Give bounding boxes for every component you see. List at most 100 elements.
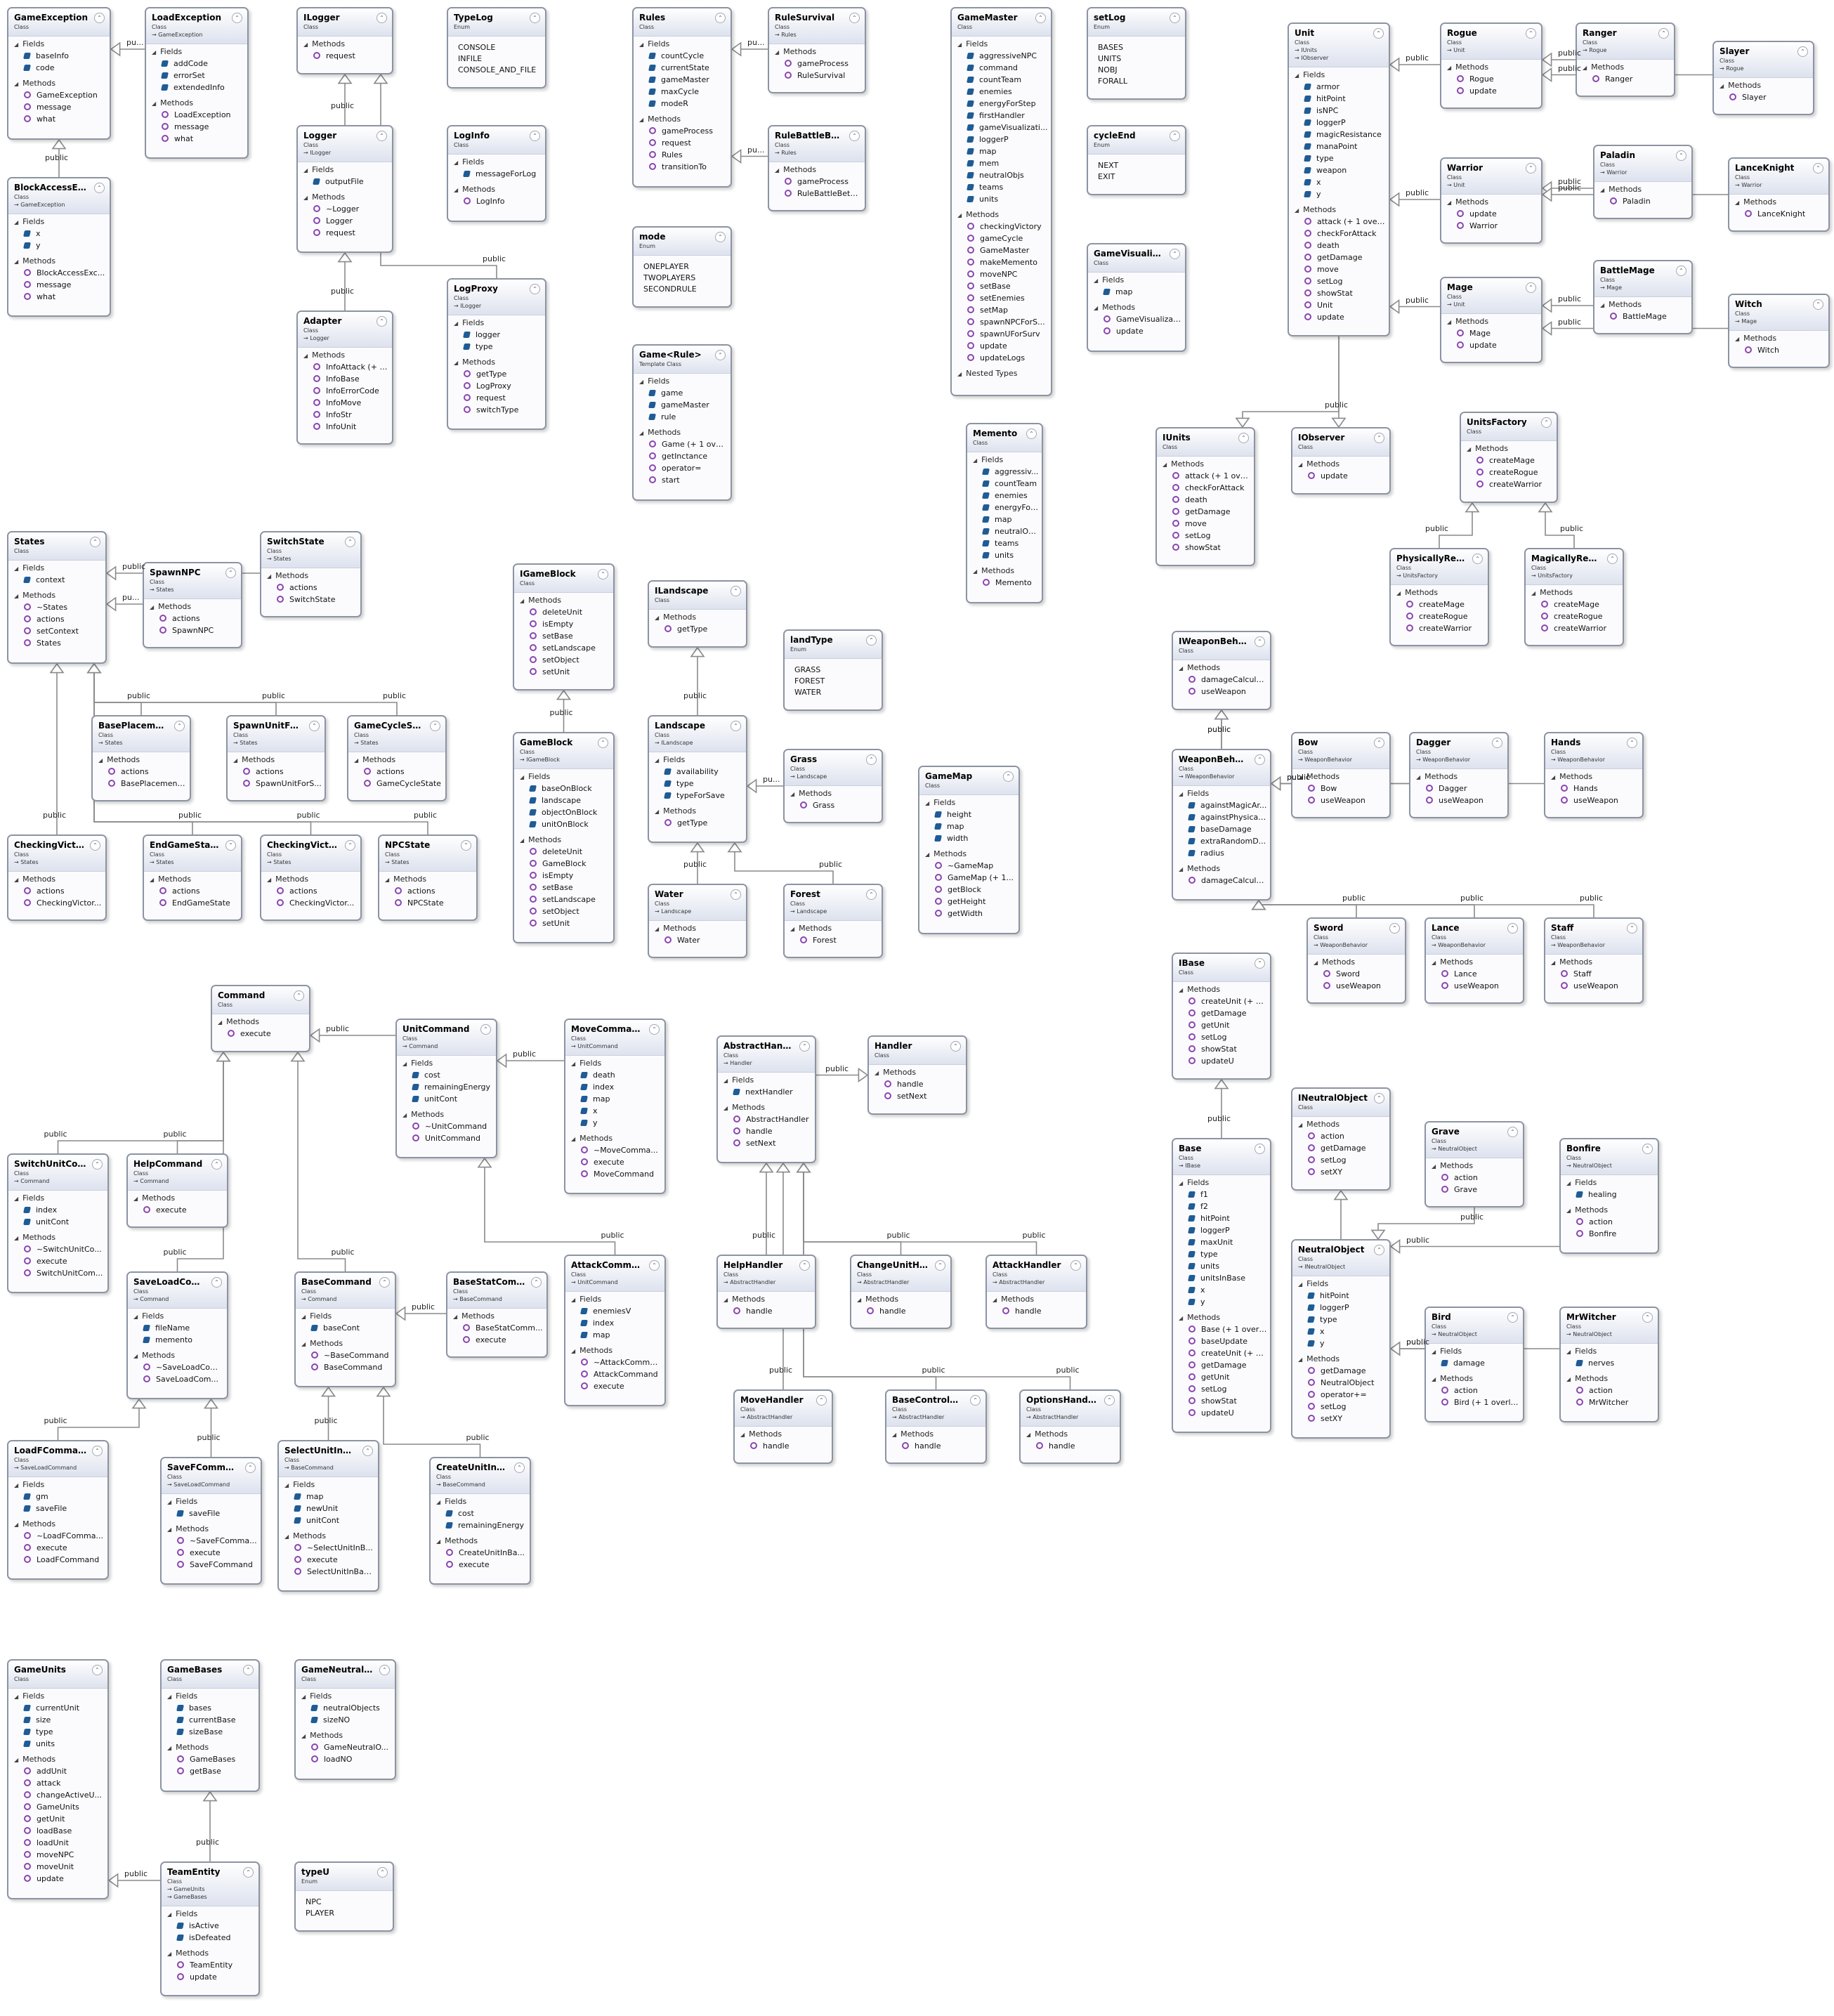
method-item[interactable]: createWarrior [1391,622,1488,634]
class-header[interactable]: MagicallyResilie...ClassUnitsFactory⌃ [1526,549,1623,585]
method-item[interactable]: action [1561,1216,1658,1228]
class-header[interactable]: MoveCommandClassUnitCommand⌃ [565,1020,664,1056]
method-item[interactable]: spawnNPCForS... [952,316,1051,328]
method-item[interactable]: Logger [298,215,392,227]
field-item[interactable]: baseCont [296,1322,395,1334]
method-item[interactable]: damageCalcula... [1173,875,1270,886]
class-box-sword[interactable]: SwordClassWeaponBehavior⌃◢MethodsSwordus… [1306,917,1406,1004]
method-item[interactable]: Game (+ 1 over... [634,438,731,450]
section-title[interactable]: ◢Methods [718,1101,815,1113]
collapse-chevron-icon[interactable]: ⌃ [1374,433,1384,443]
method-item[interactable]: actions [379,885,476,897]
field-item[interactable]: gm [8,1491,107,1503]
class-header[interactable]: MageClassUnit⌃ [1441,278,1541,314]
section-title[interactable]: ◢Fields [8,1479,107,1491]
field-item[interactable]: aggressiv... [967,466,1042,478]
method-item[interactable]: actions [144,613,241,624]
method-item[interactable]: ~UnitCommand [397,1120,496,1132]
section-title[interactable]: ◢Methods [718,1293,815,1305]
collapse-chevron-icon[interactable]: ⌃ [731,721,741,731]
field-item[interactable]: unitCont [279,1514,378,1526]
class-box-lance[interactable]: LanceClassWeaponBehavior⌃◢MethodsLanceus… [1424,917,1524,1004]
class-header[interactable]: GameVisualizati...Class⌃ [1088,244,1185,273]
field-item[interactable]: unitsInBase [1173,1272,1270,1284]
section-title[interactable]: ◢Methods [1426,956,1523,968]
method-item[interactable]: ~BaseCommand [296,1349,395,1361]
class-header[interactable]: LandscapeClassILandscape⌃ [649,716,746,752]
field-item[interactable]: f2 [1173,1200,1270,1212]
class-header[interactable]: BlockAccessExc...ClassGameException⌃ [8,178,110,214]
field-item[interactable]: hitPoint [1292,1290,1389,1302]
collapse-chevron-icon[interactable]: ⌃ [530,284,540,294]
field-item[interactable]: type [1292,1314,1389,1326]
field-item[interactable]: sizeBase [162,1726,258,1738]
expand-triangle-icon[interactable]: ◢ [1566,1207,1571,1214]
method-item[interactable]: Slayer [1714,91,1813,103]
field-item[interactable]: type [1289,152,1389,164]
section-title[interactable]: ◢Fields [565,1057,664,1069]
section-title[interactable]: ◢Methods [144,601,241,613]
collapse-chevron-icon[interactable]: ⌃ [1472,554,1483,564]
field-item[interactable]: index [8,1204,107,1216]
collapse-chevron-icon[interactable]: ⌃ [1526,28,1536,39]
section-title[interactable]: ◢Methods [967,565,1042,577]
field-item[interactable]: x [1289,176,1389,188]
field-item[interactable]: map [565,1329,664,1341]
method-item[interactable]: message [8,279,110,291]
class-header[interactable]: EndGameStateClassStates⌃ [144,836,241,872]
class-box-spawn-unit-for-s[interactable]: SpawnUnitForS...ClassStates⌃◢Methodsacti… [226,715,326,801]
expand-triangle-icon[interactable]: ◢ [150,604,155,610]
expand-triangle-icon[interactable]: ◢ [1447,199,1452,206]
field-item[interactable]: cost [431,1507,530,1519]
expand-triangle-icon[interactable]: ◢ [1094,305,1099,311]
class-box-logger[interactable]: LoggerClassILogger⌃◢FieldsoutputFile◢Met… [296,125,393,253]
section-title[interactable]: ◢Fields [1173,787,1270,799]
class-header[interactable]: SaveLoadComm...ClassCommand⌃ [128,1273,227,1309]
collapse-chevron-icon[interactable]: ⌃ [243,1665,254,1675]
method-item[interactable]: CheckingVictor... [261,897,360,909]
section-title[interactable]: ◢Methods [447,1310,546,1322]
expand-triangle-icon[interactable]: ◢ [1583,65,1587,71]
field-item[interactable]: extraRandomD... [1173,835,1270,847]
class-box-rule-battle-betw[interactable]: RuleBattleBetw...ClassRules⌃◢Methodsgame… [768,125,866,211]
field-item[interactable]: modeR [634,98,731,110]
expand-triangle-icon[interactable]: ◢ [454,360,459,366]
method-item[interactable]: BasePlacement... [93,778,190,790]
class-header[interactable]: LoadExceptionClassGameException⌃ [146,8,247,44]
method-item[interactable]: actions [348,766,445,778]
method-item[interactable]: getHeight [919,896,1018,908]
field-item[interactable]: addCode [146,58,247,70]
class-box-hands[interactable]: HandsClassWeaponBehavior⌃◢MethodsHandsus… [1544,732,1644,818]
class-header[interactable]: ChangeUnitHan...ClassAbstractHandler⌃ [851,1256,950,1292]
expand-triangle-icon[interactable]: ◢ [133,1196,138,1202]
class-box-select-unit-in-bas[interactable]: SelectUnitInBas...ClassBaseCommand⌃◢Fiel… [277,1440,379,1592]
method-item[interactable]: loadNO [296,1753,395,1765]
method-item[interactable]: Grave [1426,1184,1523,1196]
expand-triangle-icon[interactable]: ◢ [1566,1180,1571,1186]
expand-triangle-icon[interactable]: ◢ [167,1911,172,1918]
class-header[interactable]: GameBlockClassIGameBlock⌃ [514,733,613,769]
collapse-chevron-icon[interactable]: ⌃ [245,1462,256,1473]
class-box-log-proxy[interactable]: LogProxyClassILogger⌃◢Fieldsloggertype◢M… [447,278,546,430]
field-item[interactable]: units [952,193,1051,205]
method-item[interactable]: SaveLoadCom... [128,1373,227,1385]
section-title[interactable]: ◢Methods [128,1349,227,1361]
method-item[interactable]: getWidth [919,908,1018,919]
method-item[interactable]: isEmpty [514,618,613,630]
class-header[interactable]: WaterClassLandscape⌃ [649,885,746,921]
field-item[interactable]: healing [1561,1189,1658,1200]
collapse-chevron-icon[interactable]: ⌃ [1642,1312,1653,1323]
expand-triangle-icon[interactable]: ◢ [655,809,660,815]
method-item[interactable]: CheckingVictor... [8,897,105,909]
collapse-chevron-icon[interactable]: ⌃ [211,1159,222,1170]
class-box-base-control-han[interactable]: BaseControlHan...ClassAbstractHandler⌃◢M… [885,1389,987,1464]
method-item[interactable]: execute [565,1380,664,1392]
method-item[interactable]: changeActiveU... [8,1789,107,1801]
collapse-chevron-icon[interactable]: ⌃ [1526,282,1536,293]
method-item[interactable]: InfoAttack (+ 1... [298,361,392,373]
